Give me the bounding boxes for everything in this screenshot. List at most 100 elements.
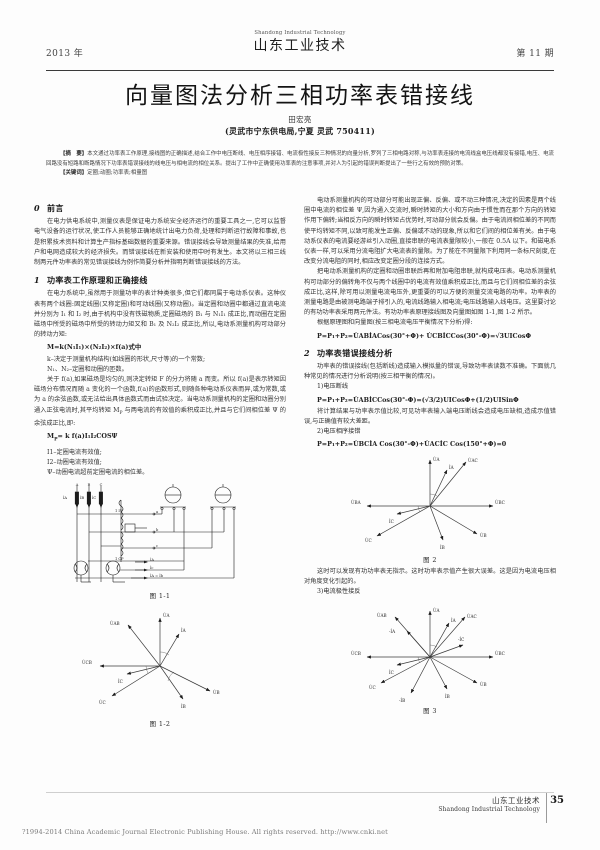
figure-1-1-svg: A B C İA İB İC 1 IV 1 CP a b c İA İc …: [63, 483, 236, 583]
formula-average-moment: MP= k f(a)I₁I₂COSΨ: [47, 432, 118, 443]
footer-journal: 山东工业技术 Shandong Industrial Technology: [438, 796, 540, 814]
fig3-label-ub: U̇B: [480, 682, 487, 687]
figure-2-svg: U̇A U̇AC İA U̇BA U̇BC İC U̇C İB U̇B: [351, 457, 505, 550]
figure-2: U̇A U̇AC İA U̇BA U̇BC İC U̇C İB U̇B 图 2: [304, 454, 556, 565]
fig12-label-ub: U̇B: [213, 690, 220, 695]
keywords-text: 定圈;动圈;功率表;相量图: [87, 170, 148, 177]
fig12-label-ic: İC: [118, 679, 123, 684]
section-2-number: 2: [304, 347, 310, 358]
fig12-label-uab: U̇AB: [110, 621, 120, 626]
fig2-label-uba: U̇BA: [351, 500, 362, 505]
footer-journal-en: Shandong Industrial Technology: [438, 806, 540, 813]
abstract-paragraph: 【摘 要】本文通过功率表工作原理,接线图的正确描述,结合工作中电压断线、电压相序…: [46, 150, 554, 169]
footer-divider: [46, 792, 554, 793]
figure-3-svg: U̇A U̇AB U̇AC -İA İA -İC U̇CB U̇BC İC U̇…: [351, 608, 505, 703]
fig3-label-uab: U̇AB: [377, 613, 387, 618]
footer-journal-cn: 山东工业技术: [492, 796, 540, 805]
fig3-label-ia: İA: [451, 618, 457, 623]
right-paragraph-2: 把电动系测量机构的定圈和动圈串联后再和附加电阻串联,就构成电压表。电动系测量机构…: [304, 268, 556, 317]
fig11-label-current-a: İA: [63, 495, 67, 500]
abstract-block: 【摘 要】本文通过功率表工作原理,接线图的正确描述,结合工作中电压断线、电压相序…: [46, 150, 554, 179]
fig2-label-ubc: U̇BC: [495, 500, 505, 505]
section-2-title: 功率表错误接线分析: [317, 347, 393, 358]
fig11-terminal-c: c: [156, 544, 158, 548]
footer-vertical-rule: [546, 793, 547, 823]
fig11-label-current-b: İB: [80, 495, 84, 500]
definition-i1: I1–定圈电流有效值;: [47, 448, 102, 456]
article-affiliation: (灵武市宁东供电局,宁夏 灵武 750411): [225, 126, 375, 136]
heading-section-2: 2 功率表错误接线分析: [304, 348, 556, 358]
header-year: 2013 年: [46, 49, 84, 59]
item-1-formula: P=P₁+P₂=U̇ABİCCos(30°-Φ)=(√3/2)UICosΦ+(1…: [317, 395, 519, 404]
fig2-label-uc: U̇C: [365, 538, 372, 543]
figure-1-2: U̇A U̇AB U̇CB U̇C U̇B İA İB İC 图 1-2: [34, 606, 286, 729]
copyright-notice: ?1994-2014 China Academic Journal Electr…: [22, 828, 388, 836]
fig11-label-phase-c: C: [100, 483, 103, 487]
section-0-number: 0: [34, 203, 40, 213]
fig3-label-ib: İB: [445, 694, 450, 699]
fig3-label-neg-ia: -İA: [389, 629, 396, 634]
section-1-paragraph-2: 关于 f(a),如果磁场是均匀的,则决定转矩 F 的分力将随 a 而变。所以 f…: [34, 376, 286, 428]
fig2-label-ua: U̇A: [433, 457, 441, 462]
figure-3-caption: 图 3: [423, 707, 437, 716]
right-paragraph-3: 根据原理图和向量图(按三相电流电压平衡情况下分析)得:: [317, 319, 473, 327]
fig11-terminal-b: b: [156, 528, 159, 532]
section-2-intro: 功率表的错误接线(包括断线)造成输入模拟量的错误,导致功率表读数不准确。下面就几…: [304, 363, 556, 381]
formula-moment: M=k(N₁I₁)×(N₂I₂)×f(a)式中: [47, 343, 142, 352]
fig11-label-tap-2: 1 CP: [115, 557, 124, 561]
fig11-label-tap-1: 1 IV: [115, 509, 123, 513]
definition-k: k–决定于测量机构结构(如线圈的形状,尺寸等)的一个常数;: [47, 355, 206, 363]
fig3-label-uac: U̇AC: [467, 614, 477, 619]
fig11-note-3: İA = İb: [150, 573, 164, 578]
abstract-text: 本文通过功率表工作原理,接线图的正确描述,结合工作中电压断线、电压相序接错、电流…: [46, 151, 554, 167]
item-1-note: 将计算结果与功率表示值比较,可见功率表输入端电压断线会造成电压缺相,造成示值错误…: [304, 407, 556, 426]
fig3-label-neg-ib: -İB: [399, 698, 405, 703]
header-journal-en: Shandong Industrial Technology: [254, 30, 346, 36]
fig11-note-2: İc: [150, 565, 153, 570]
figure-3: U̇A U̇AB U̇AC -İA İA -İC U̇CB U̇BC İC U̇…: [304, 601, 556, 716]
fig3-label-neg-ic: -İC: [458, 637, 464, 642]
keywords-paragraph: 【关键词】定圈;动圈;功率表;相量图: [46, 169, 554, 179]
fig11-terminal-a: a: [156, 510, 159, 514]
section-1-title: 功率表工作原理和正确接线: [47, 275, 148, 286]
page-number: 35: [550, 795, 564, 806]
header-divider: [46, 70, 554, 71]
article-author: 田宏亮: [288, 115, 312, 124]
fig3-label-ucb: U̇CB: [351, 651, 361, 656]
running-head: 2013 年 Shandong Industrial Technology 山东…: [46, 30, 554, 70]
figure-1-1-caption: 图 1-1: [149, 592, 171, 601]
figure-2-caption: 图 2: [423, 555, 437, 564]
right-column: 电动系测量机构的可动部分可能出现正偏、反偏、或不动三种情况,决定的因素是两个线圈…: [304, 196, 556, 719]
figure-1-2-svg: U̇A U̇AB U̇CB U̇C U̇B İA İB İC: [82, 613, 220, 709]
fig11-label-phase-a: A: [75, 483, 79, 487]
item-3-label: 3)电流极性接反: [317, 588, 361, 596]
fig2-label-ic: İC: [389, 519, 394, 524]
fig2-label-uac: U̇AC: [468, 458, 478, 463]
fig3-label-uc: U̇C: [369, 685, 376, 690]
keywords-label: 【关键词】: [60, 170, 88, 177]
item-1-label: 1)电压断线: [317, 383, 349, 391]
formula-total-power: P=P₁+P₂=U̇ABİACos(30°+Φ)+ U̇CBİCCos(30°-…: [317, 331, 532, 340]
fig12-label-ib: İB: [181, 704, 186, 709]
fig12-label-uc: U̇C: [99, 700, 106, 705]
section-0-title: 前言: [47, 203, 64, 213]
fig12-label-ia: İA: [181, 628, 187, 633]
header-journal: Shandong Industrial Technology 山东工业技术: [46, 30, 554, 55]
definition-psi: Ψ–动圈电流超前定圈电流的相位差。: [47, 469, 149, 477]
abstract-label: 【摘 要】: [60, 151, 88, 157]
item-2-formula: P=P₁+P₂=U̇BCİA Cos(30°-Φ)+U̇ACİC Cos(150…: [317, 440, 507, 449]
header-issue: 第 11 期: [516, 49, 554, 59]
fig3-label-ua: U̇A: [433, 608, 441, 613]
heading-section-0: 0 前言: [34, 203, 286, 213]
fig2-label-ia: İA: [449, 465, 455, 470]
fig12-label-ua: U̇A: [163, 613, 171, 618]
fig3-label-ic: İC: [389, 670, 394, 675]
fig11-note-1: İA: [150, 557, 154, 562]
article-title: 向量图法分析三相功率表错接线: [125, 83, 475, 109]
figure-1-2-caption: 图 1-2: [149, 719, 171, 728]
fig3-label-ubc: U̇BC: [495, 651, 505, 656]
item-2-note: 这时可以发现有功功率表无指示。这时功率表示值产生很大误差。这是因为电流电压相对角…: [304, 567, 556, 586]
definition-n: N₁、N₂–定圈和动圈的匝数。: [47, 365, 128, 373]
